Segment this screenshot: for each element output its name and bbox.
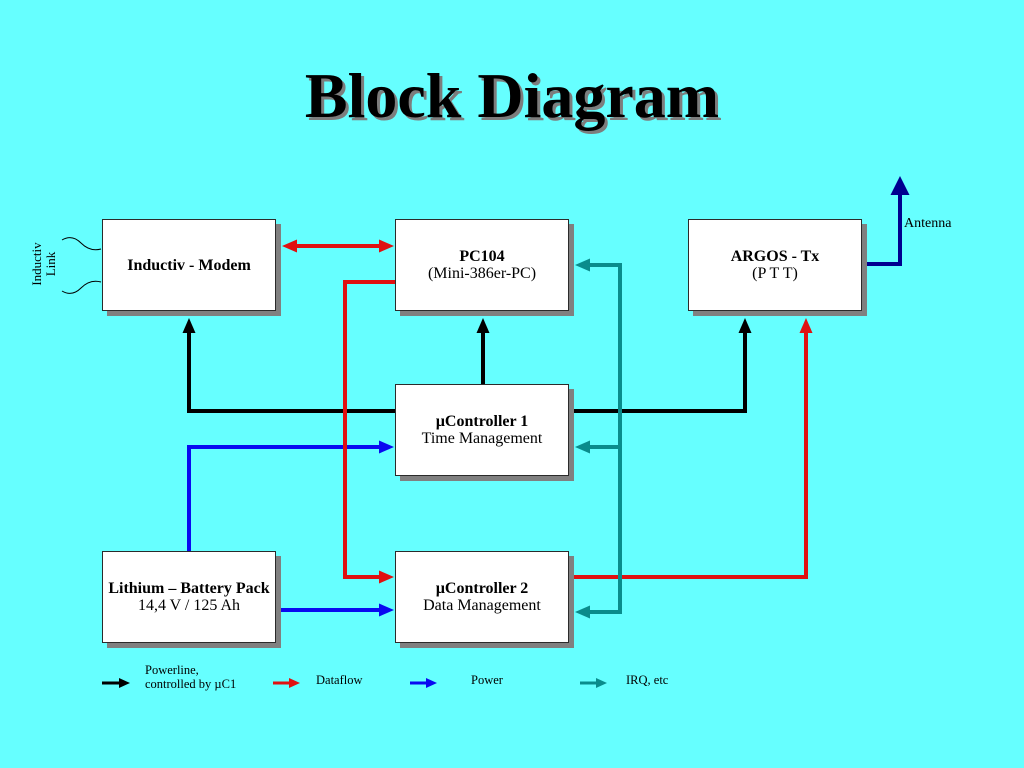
battery-pack-title: Lithium – Battery Pack: [108, 580, 270, 597]
battery-pack-block: Lithium – Battery Pack 14,4 V / 125 Ah: [102, 551, 276, 643]
power-controller1-arrowhead: [379, 440, 394, 454]
battery-pack-subtitle: 14,4 V / 125 Ah: [137, 597, 241, 614]
powerline-controller1-to-modem-line: [187, 331, 395, 413]
argos-tx-title: ARGOS - Tx: [730, 248, 820, 265]
powerline-pc104-arrowhead: [476, 318, 490, 333]
inductiv-link-label: Inductiv Link: [29, 234, 58, 294]
pc104-subtitle: (Mini-386er-PC): [427, 265, 537, 282]
slide-title: Block Diagram: [304, 60, 720, 131]
dataflow-pc104-arrowhead: [379, 239, 394, 253]
legend-powerline-label-line1: Powerline,: [145, 663, 199, 677]
controller2-subtitle: Data Management: [423, 597, 541, 614]
legend-powerline-label-line2: controlled by µC1: [145, 677, 237, 691]
dataflow-pc104-to-controller2-line: [343, 280, 395, 579]
legend-powerline-arrowhead: [119, 678, 130, 688]
antenna-icon: [890, 176, 910, 195]
dataflow-controller2-arrowhead: [379, 570, 394, 584]
irq-bus-line: [588, 263, 622, 614]
legend-powerline-label: Powerline, controlled by µC1: [145, 663, 236, 691]
irq-controller2-arrowhead: [575, 605, 590, 619]
controller1-title: µController 1: [435, 413, 529, 430]
antenna-label: Antenna: [904, 216, 952, 231]
legend: Powerline, controlled by µC1 Dataflow Po…: [0, 660, 1024, 700]
inductive-coupling-upper-wave: [61, 237, 102, 251]
legend-power-label: Power: [471, 673, 503, 687]
powerline-controller1-to-argos-line: [569, 331, 747, 413]
pc104-block: PC104 (Mini-386er-PC): [395, 219, 569, 311]
irq-pc104-arrowhead: [575, 258, 590, 272]
controller2-block: µController 2 Data Management: [395, 551, 569, 643]
argos-tx-block: ARGOS - Tx (P T T): [688, 219, 862, 311]
power-controller2-arrowhead: [379, 603, 394, 617]
legend-irq-arrowhead: [596, 678, 607, 688]
powerline-argos-arrowhead: [738, 318, 752, 333]
inductive-coupling-lower-wave: [61, 280, 102, 294]
antenna-feed-line: [862, 193, 902, 266]
argos-tx-subtitle: (P T T): [752, 265, 798, 282]
controller1-block: µController 1 Time Management: [395, 384, 569, 476]
dataflow-argos-arrowhead: [799, 318, 813, 333]
legend-arrows: [102, 678, 607, 688]
powerline-modem-arrowhead: [182, 318, 196, 333]
legend-dataflow-label: Dataflow: [316, 673, 363, 687]
power-battery-to-controller1-line: [187, 445, 381, 551]
irq-controller1-arrowhead: [575, 440, 590, 454]
legend-dataflow-arrowhead: [289, 678, 300, 688]
dataflow-controller2-to-argos-line: [569, 331, 808, 579]
controller1-subtitle: Time Management: [421, 430, 543, 447]
pc104-title: PC104: [459, 248, 505, 265]
controller2-title: µController 2: [435, 580, 529, 597]
inductiv-modem-block: Inductiv - Modem: [102, 219, 276, 311]
dataflow-modem-arrowhead: [282, 239, 297, 253]
inductiv-modem-title: Inductiv - Modem: [127, 256, 251, 274]
legend-power-arrowhead: [426, 678, 437, 688]
inductiv-link-label-line2: Link: [43, 251, 58, 277]
inductiv-link-label-line1: Inductiv: [29, 242, 44, 286]
legend-irq-label: IRQ, etc: [626, 673, 669, 687]
